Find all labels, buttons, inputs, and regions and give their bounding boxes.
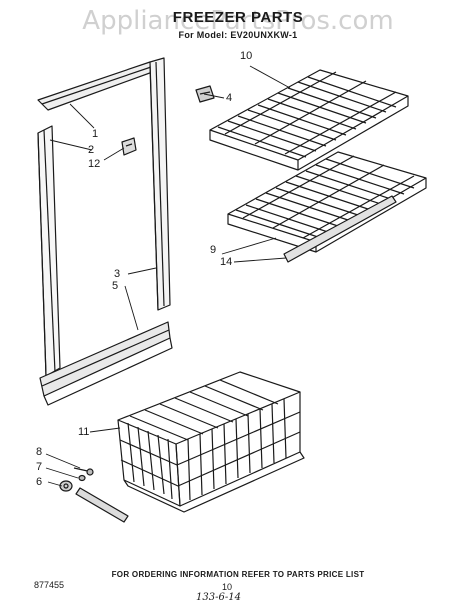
- ordering-note: FOR ORDERING INFORMATION REFER TO PARTS …: [111, 570, 365, 579]
- callout-10: 10: [240, 50, 253, 62]
- callout-8: 8: [36, 446, 43, 458]
- basket-slide-rail: [75, 487, 129, 523]
- wire-basket: [117, 371, 305, 513]
- callout-6: 6: [36, 476, 43, 488]
- bottom-gasket-strip: [39, 321, 173, 406]
- screw-part-8: [73, 467, 94, 476]
- watermark: AppliancePartsPros.com: [82, 6, 394, 36]
- page-number: 10: [222, 582, 233, 592]
- right-gasket-strip: [149, 57, 171, 311]
- callout-14: 14: [220, 256, 233, 268]
- callout-11: 11: [78, 426, 90, 438]
- callout-5: 5: [112, 280, 119, 292]
- upper-wire-shelf: [209, 69, 409, 171]
- callout-4: 4: [226, 92, 233, 104]
- shelf-front-trim: [283, 195, 397, 263]
- leader-lines: [45, 65, 291, 487]
- top-gasket-strip: [37, 61, 159, 111]
- diagram-title: FREEZER PARTS: [172, 9, 304, 26]
- callout-2: 2: [88, 144, 95, 156]
- callout-9: 9: [210, 244, 217, 256]
- washer-part-7: [78, 474, 86, 482]
- lower-wire-shelf: [227, 151, 427, 253]
- clip-part-12: [121, 137, 137, 156]
- callout-1: 1: [92, 128, 99, 140]
- callout-3: 3: [114, 268, 121, 280]
- left-gasket-strip: [37, 125, 61, 377]
- roller-part-6: [59, 480, 73, 492]
- callout-7: 7: [36, 461, 43, 473]
- model-subtitle: For Model: EV20UNXKW-1: [178, 30, 298, 40]
- handwritten-note: 133-6-14: [196, 592, 241, 603]
- document-number: 877455: [34, 580, 65, 590]
- callout-12: 12: [88, 158, 101, 170]
